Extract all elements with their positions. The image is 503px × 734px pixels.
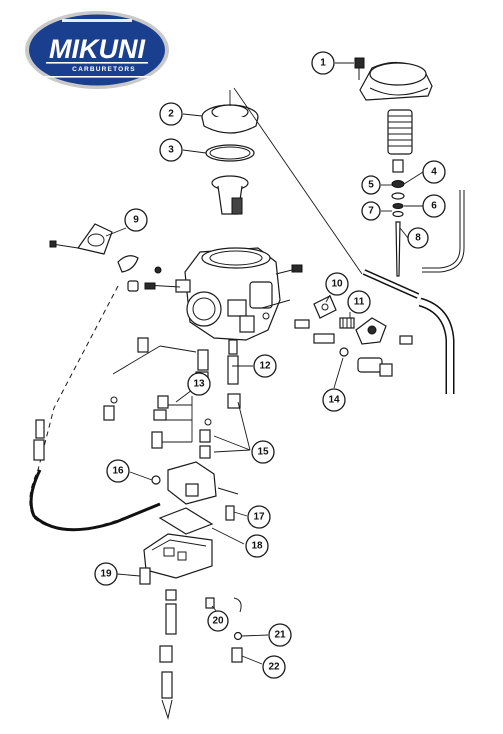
callout-14-label: 14 — [328, 395, 340, 406]
leader-lines — [105, 62, 424, 665]
callout-16: 16 — [106, 459, 130, 483]
callout-7-label: 7 — [368, 206, 374, 217]
callout-9: 9 — [124, 208, 148, 232]
callout-12: 12 — [253, 354, 277, 378]
carburetor-body — [175, 247, 291, 341]
piston-spring — [387, 109, 413, 155]
callout-14: 14 — [322, 388, 346, 412]
callout-9-label: 9 — [133, 215, 139, 226]
throttle-slide — [211, 175, 249, 215]
diaphragm-cover — [201, 104, 259, 134]
callout-18: 18 — [245, 534, 269, 558]
callout-16-label: 16 — [112, 466, 124, 477]
callout-6-label: 6 — [431, 201, 437, 212]
callout-3: 3 — [159, 138, 183, 162]
callout-2-label: 2 — [168, 109, 174, 120]
float-bowl — [143, 533, 213, 579]
o-ring-diaphragm — [205, 144, 255, 162]
small-parts-21-22 — [231, 631, 243, 663]
bowl-screw-19 — [139, 567, 151, 585]
air-jet-spring — [339, 317, 355, 329]
drain-screw-assembly — [159, 589, 177, 720]
callout-3-label: 3 — [168, 145, 174, 156]
callout-11: 11 — [347, 290, 371, 314]
top-cap — [359, 61, 433, 101]
callout-8: 8 — [407, 227, 429, 249]
callout-22-label: 22 — [268, 662, 280, 673]
logo-brand-text: MIKUNI — [49, 34, 145, 64]
jet-needle-rod — [362, 269, 420, 299]
callout-20: 20 — [207, 610, 229, 632]
callout-22: 22 — [262, 655, 286, 679]
callout-4: 4 — [422, 160, 446, 184]
callout-7: 7 — [361, 201, 381, 221]
mikuni-logo: MIKUNI CARBURETORS — [25, 11, 169, 89]
accelerator-pump-cover — [355, 317, 413, 345]
logo-badge — [29, 14, 165, 86]
callout-4-label: 4 — [431, 167, 437, 178]
fuel-line — [418, 297, 455, 394]
throttle-cable — [29, 285, 161, 532]
callout-19-label: 19 — [100, 569, 112, 580]
throttle-stop-screw — [127, 280, 181, 292]
callout-20-label: 20 — [212, 616, 224, 627]
callout-12-label: 12 — [259, 361, 271, 372]
logo-subtitle-text: CARBURETORS — [72, 66, 136, 73]
needle-jet — [227, 339, 241, 409]
vent-tube — [422, 190, 465, 273]
float-bowl-gasket — [158, 507, 214, 535]
callout-6: 6 — [422, 194, 446, 218]
top-cap-screw — [354, 57, 365, 80]
bowl-screw-17 — [225, 505, 235, 521]
callout-2: 2 — [159, 102, 183, 126]
callout-1: 1 — [311, 51, 335, 75]
callout-8-label: 8 — [415, 233, 421, 244]
callout-11-label: 11 — [354, 297, 365, 308]
callout-5-label: 5 — [368, 180, 374, 191]
main-jets — [199, 418, 212, 459]
callout-13-label: 13 — [193, 379, 205, 390]
intake-flange — [49, 223, 162, 274]
callout-10-label: 10 — [331, 279, 343, 290]
callout-1-label: 1 — [320, 58, 326, 69]
callout-15-label: 15 — [257, 447, 269, 458]
callout-18-label: 18 — [251, 541, 263, 552]
accelerator-pump — [151, 461, 239, 505]
callout-15: 15 — [251, 440, 275, 464]
callout-13: 13 — [187, 372, 211, 396]
callout-19: 19 — [94, 562, 118, 586]
needle-holder-stack — [391, 159, 405, 277]
choke-plunger — [339, 347, 393, 377]
callout-17-label: 17 — [253, 512, 265, 523]
callout-21: 21 — [268, 623, 292, 647]
idle-adjust-screw — [275, 264, 303, 275]
callout-21-label: 21 — [274, 630, 286, 641]
fuel-inlet-fitting — [294, 295, 337, 344]
callout-10: 10 — [325, 272, 349, 296]
float-needle — [205, 597, 242, 613]
callout-5: 5 — [361, 175, 381, 195]
callout-17: 17 — [247, 505, 271, 529]
